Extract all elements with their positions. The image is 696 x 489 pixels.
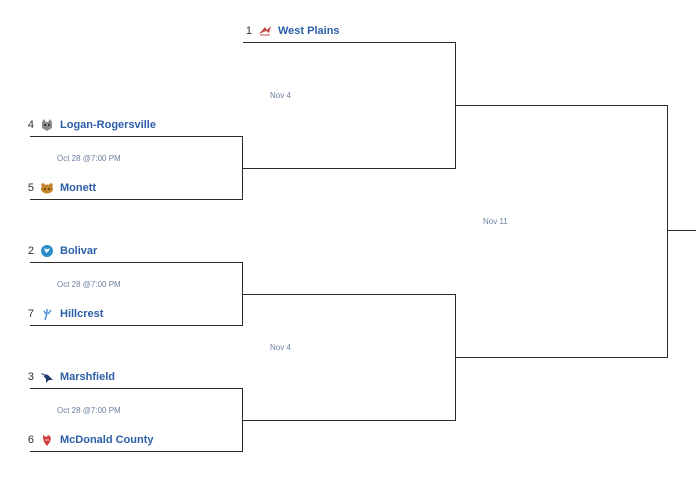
arrowhead-icon: [259, 26, 271, 36]
game-date-time: Oct 28 @7:00 PM: [57, 154, 121, 163]
game-date-time: Oct 28 @7:00 PM: [57, 406, 121, 415]
team-hillcrest[interactable]: 7 Hillcrest: [26, 305, 103, 323]
bracket-line: [456, 357, 668, 358]
bracket-line: [30, 325, 242, 326]
bracket-line: [30, 451, 242, 452]
bracket-line: [242, 262, 243, 326]
bracket-line: [242, 388, 243, 452]
game-date-time: Nov 11: [483, 217, 508, 226]
seed-label: 1: [245, 25, 252, 37]
team-marshfield[interactable]: 3 Marshfield: [26, 368, 115, 386]
game-date-time: Nov 4: [270, 91, 291, 100]
cub-icon: [41, 183, 53, 194]
team-name-link[interactable]: Monett: [60, 182, 97, 194]
bracket-line: [667, 105, 668, 358]
wildcat-icon: [42, 119, 52, 131]
bracket-line: [30, 262, 242, 263]
seed-label: 2: [27, 245, 34, 257]
bracket-line: [243, 420, 455, 421]
bluejay-icon: [41, 373, 53, 383]
seed-label: 4: [27, 119, 34, 131]
team-monett[interactable]: 5 Monett: [26, 179, 96, 197]
team-name-link[interactable]: Marshfield: [60, 371, 116, 383]
team-name-link[interactable]: West Plains: [278, 25, 340, 37]
bracket-line: [243, 42, 455, 43]
bracket-line: [30, 388, 242, 389]
team-name-link[interactable]: Bolivar: [60, 245, 98, 257]
team-mcdonald-county[interactable]: 6 McDonald County: [26, 431, 154, 449]
seed-label: 5: [27, 182, 34, 194]
bracket-line: [668, 230, 696, 231]
game-date-time: Nov 4: [270, 343, 291, 352]
bracket-line: [30, 136, 242, 137]
bracket-line: [242, 136, 243, 200]
team-west-plains[interactable]: 1 West Plains: [244, 22, 340, 40]
globe-icon: [41, 245, 53, 257]
mustang-icon: [43, 435, 51, 446]
team-name-link[interactable]: McDonald County: [60, 434, 154, 446]
bracket-line: [456, 105, 668, 106]
team-name-link[interactable]: Logan-Rogersville: [60, 119, 156, 131]
game-date-time: Oct 28 @7:00 PM: [57, 280, 121, 289]
bracket-line: [243, 294, 455, 295]
bracket-line: [243, 168, 455, 169]
bracket-line: [455, 294, 456, 421]
team-name-link[interactable]: Hillcrest: [60, 308, 104, 320]
seed-label: 3: [27, 371, 34, 383]
bracket-line: [455, 42, 456, 169]
seed-label: 7: [27, 308, 34, 320]
trident-icon: [43, 309, 52, 321]
seed-label: 6: [27, 434, 34, 446]
team-logan-rogersville[interactable]: 4 Logan-Rogersville: [26, 116, 156, 134]
team-bolivar[interactable]: 2 Bolivar: [26, 242, 97, 260]
bracket-line: [30, 199, 242, 200]
